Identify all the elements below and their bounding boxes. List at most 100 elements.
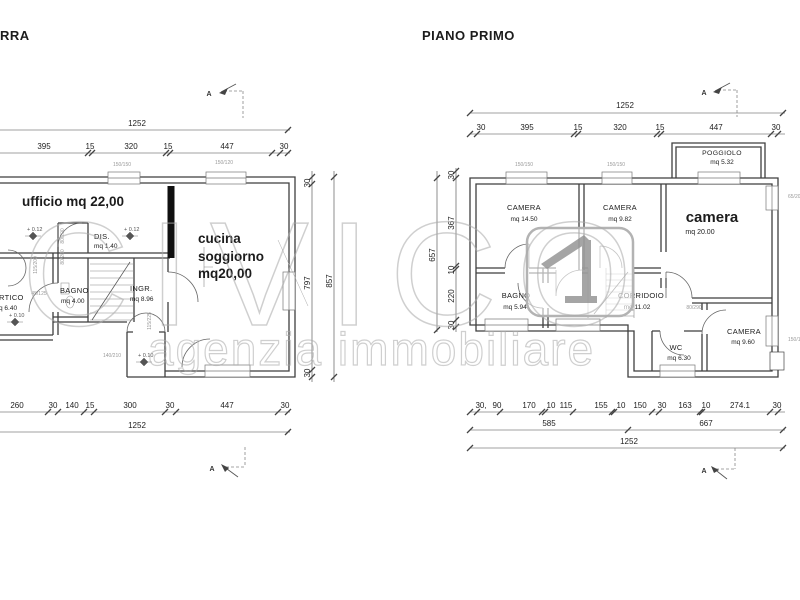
gf-room-cucina: mq20,00 (198, 266, 252, 281)
ff-title: PIANO PRIMO (422, 28, 515, 43)
gf-room-portico-area: q 6.40 (0, 305, 17, 312)
ff-room-camera2-area: mq 9.82 (608, 216, 632, 223)
gf-level: + 0.12 (27, 227, 42, 233)
ff-room-camera4: CAMERA (727, 327, 761, 336)
ff-dim: 10 (702, 401, 711, 410)
ff-room-wc-area: mq 6.30 (667, 355, 691, 362)
ff-dim: 10 (447, 265, 456, 274)
gf-dim: 30 (280, 142, 289, 151)
gf-tag: 115/225 (147, 312, 153, 330)
gf-level: + 0.10 (9, 313, 24, 319)
gf-dim: 447 (220, 401, 234, 410)
gf-opening-tags: 150/150 150/120 80/200 80/200 115/200 45… (31, 160, 233, 359)
gf-dimensions (0, 126, 338, 436)
ff-room-camera1: CAMERA (507, 203, 541, 212)
ff-dimensions (433, 109, 787, 452)
ff-dim: 1252 (616, 101, 634, 110)
ff-dim: 30 (447, 320, 456, 329)
gf-dim: 30 (303, 368, 312, 377)
ff-room-wc: WC (669, 343, 682, 352)
ff-dim: 15 (574, 123, 583, 132)
ff-dim: 90 (493, 401, 502, 410)
ff-tag: 150/140 (788, 337, 800, 343)
ff-dim: 395 (520, 123, 534, 132)
gf-dim: 797 (303, 276, 312, 290)
ff-dim: 30 (658, 401, 667, 410)
gf-room-ufficio: ufficio mq 22,00 (22, 194, 124, 209)
gf-room-bagno-area: mq 4.00 (61, 298, 85, 305)
gf-room-dis: DIS. (94, 232, 110, 241)
ground-floor-plan: A A 1252 395 15 320 15 447 30 30 797 30 … (0, 83, 338, 478)
gf-dim: 1252 (128, 421, 146, 430)
ff-dim: 585 (542, 419, 556, 428)
gf-section-markers: A A (206, 83, 246, 478)
ff-room-bagno-area: mq 5.94 (503, 304, 527, 311)
ff-room-poggiolo: POGGIOLO (702, 150, 742, 157)
ff-room-camera4-area: mq 9.60 (731, 339, 755, 346)
ff-dim: 10 (547, 401, 556, 410)
ff-dim: 15 (656, 123, 665, 132)
gf-room-cucina: soggiorno (198, 249, 264, 264)
ff-dim: 447 (709, 123, 723, 132)
gf-dim: 30 (303, 178, 312, 187)
ff-opening-tags: 150/150 150/150 65/200 80/290 150/140 (515, 162, 800, 343)
ff-dim: 1252 (620, 437, 638, 446)
ff-room-corridoio: CORRIDOIO (618, 291, 664, 300)
gf-dim: 857 (325, 274, 334, 288)
ff-tag: 80/290 (686, 305, 702, 311)
ff-tag: 150/150 (607, 162, 625, 168)
gf-dim: 1252 (128, 119, 146, 128)
ff-room-camera3: camera (686, 209, 739, 226)
gf-level: + 0.12 (124, 227, 139, 233)
gf-dim: 15 (86, 142, 95, 151)
ff-dim: 320 (613, 123, 627, 132)
gf-section-a-top: A (206, 91, 211, 98)
gf-tag: 150/150 (113, 162, 131, 168)
gf-doors (7, 222, 211, 368)
ff-dim: 667 (699, 419, 713, 428)
ff-section-a-bottom: A (701, 468, 706, 475)
gf-room-labels: ufficio mq 22,00 cucina soggiorno mq20,0… (0, 194, 264, 312)
ff-tag: 150/150 (515, 162, 533, 168)
gf-room-ingr: INGR. (130, 284, 152, 293)
gf-tag: 80/200 (60, 249, 66, 265)
gf-dim: 395 (37, 142, 51, 151)
ff-dim: 30, (475, 401, 486, 410)
gf-dimension-labels: 1252 395 15 320 15 447 30 30 797 30 857 … (10, 119, 334, 430)
gf-tag: 150/120 (215, 160, 233, 166)
ff-room-camera2: CAMERA (603, 203, 637, 212)
gf-dim: 30 (166, 401, 175, 410)
ff-tag: 65/200 (788, 194, 800, 200)
ff-dim: 30 (773, 401, 782, 410)
ff-room-corridoio-area: mq 11.02 (624, 304, 651, 311)
ff-dim: 170 (522, 401, 536, 410)
ff-dim: 30 (772, 123, 781, 132)
gf-dim: 30 (281, 401, 290, 410)
gf-room-cucina: cucina (198, 231, 241, 246)
ff-dim: 274.1 (730, 401, 751, 410)
gf-room-bagno: BAGNO (60, 286, 89, 295)
gf-dim: 30 (49, 401, 58, 410)
gf-room-dis-area: mq 1.40 (94, 243, 118, 250)
ff-dim: 155 (594, 401, 608, 410)
gf-windows (107, 171, 296, 378)
gf-dim: 447 (220, 142, 234, 151)
gf-level: + 0.10 (138, 353, 153, 359)
ff-dim: 10 (617, 401, 626, 410)
gf-room-portico: RTICO (0, 293, 24, 302)
ff-section-a-top: A (701, 90, 706, 97)
ff-dim: 30 (477, 123, 486, 132)
ff-dim: 367 (447, 216, 456, 230)
gf-stairs (90, 261, 134, 321)
gf-section-a-bottom: A (209, 466, 214, 473)
ff-section-markers: A A (701, 82, 738, 480)
ff-dim: 657 (428, 248, 437, 262)
ff-windows (484, 171, 785, 378)
ff-room-poggiolo-area: mq 5.32 (710, 159, 734, 166)
gf-level-markers: + 0.12 + 0.12 + 0.10 + 0.10 (7, 227, 153, 367)
gf-room-ingr-area: mq 8.96 (130, 296, 154, 303)
ff-room-camera3-area: mq 20.00 (685, 229, 714, 236)
ff-dim: 163 (678, 401, 692, 410)
house-icon (541, 235, 597, 303)
gf-dim: 260 (10, 401, 24, 410)
